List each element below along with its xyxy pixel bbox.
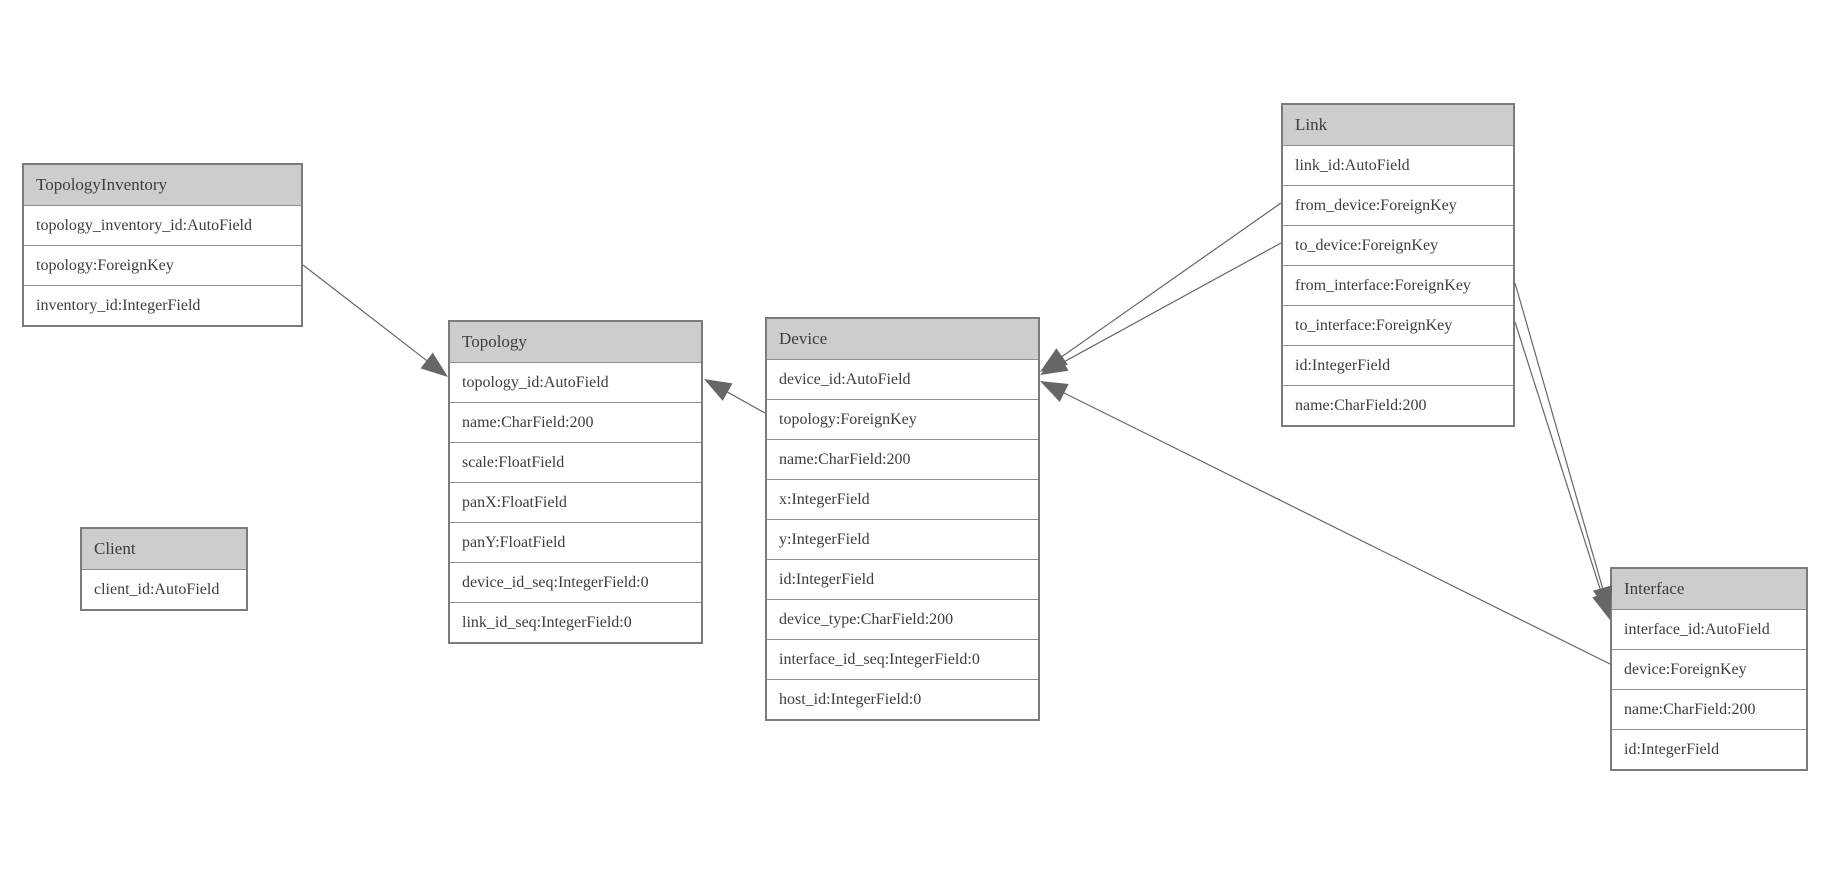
field-row: client_id:AutoField (82, 569, 246, 609)
field-row: id:IntegerField (767, 559, 1038, 599)
field-row: topology:ForeignKey (24, 245, 301, 285)
entity-device: Device device_id:AutoField topology:Fore… (765, 317, 1040, 721)
rel-link-to-device-arrowhead (1040, 353, 1069, 375)
entity-topologyinventory: TopologyInventory topology_inventory_id:… (22, 163, 303, 327)
rel-device-topology (723, 389, 766, 414)
rel-interface-device-arrowhead (1040, 381, 1069, 402)
field-row: interface_id:AutoField (1612, 609, 1806, 649)
field-row: device_id:AutoField (767, 359, 1038, 399)
field-row: name:CharField:200 (1612, 689, 1806, 729)
field-row: panX:FloatField (450, 482, 701, 522)
field-row: name:CharField:200 (767, 439, 1038, 479)
entity-title-topologyinventory: TopologyInventory (24, 165, 301, 205)
rel-topologyinventory-topology-arrowhead (420, 352, 448, 377)
entity-title-link: Link (1283, 105, 1513, 145)
field-row: interface_id_seq:IntegerField:0 (767, 639, 1038, 679)
field-row: panY:FloatField (450, 522, 701, 562)
entity-title-device: Device (767, 319, 1038, 359)
entity-title-client: Client (82, 529, 246, 569)
field-row: from_interface:ForeignKey (1283, 265, 1513, 305)
field-row: from_device:ForeignKey (1283, 185, 1513, 225)
rel-device-topology-arrowhead (704, 379, 733, 401)
entity-client: Client client_id:AutoField (80, 527, 248, 611)
entity-title-topology: Topology (450, 322, 701, 362)
rel-link-to-interface (1514, 321, 1604, 599)
field-row: link_id_seq:IntegerField:0 (450, 602, 701, 642)
rel-topologyinventory-topology (302, 264, 431, 364)
field-row: topology_id:AutoField (450, 362, 701, 402)
rel-link-from-device (1058, 202, 1282, 360)
field-row: id:IntegerField (1612, 729, 1806, 769)
field-row: device_id_seq:IntegerField:0 (450, 562, 701, 602)
rel-link-to-interface-arrowhead (1592, 591, 1612, 620)
field-row: topology:ForeignKey (767, 399, 1038, 439)
field-row: host_id:IntegerField:0 (767, 679, 1038, 719)
field-row: to_interface:ForeignKey (1283, 305, 1513, 345)
field-row: x:IntegerField (767, 479, 1038, 519)
field-row: link_id:AutoField (1283, 145, 1513, 185)
field-row: topology_inventory_id:AutoField (24, 205, 301, 245)
field-row: name:CharField:200 (450, 402, 701, 442)
rel-link-from-interface (1514, 282, 1605, 593)
field-row: device:ForeignKey (1612, 649, 1806, 689)
field-row: scale:FloatField (450, 442, 701, 482)
entity-topology: Topology topology_id:AutoField name:Char… (448, 320, 703, 644)
entity-title-interface: Interface (1612, 569, 1806, 609)
field-row: to_device:ForeignKey (1283, 225, 1513, 265)
field-row: id:IntegerField (1283, 345, 1513, 385)
rel-link-from-device-arrowhead (1040, 348, 1068, 372)
field-row: device_type:CharField:200 (767, 599, 1038, 639)
field-row: inventory_id:IntegerField (24, 285, 301, 325)
rel-link-to-device (1059, 242, 1282, 365)
entity-link: Link link_id:AutoField from_device:Forei… (1281, 103, 1515, 427)
entity-interface: Interface interface_id:AutoField device:… (1610, 567, 1808, 771)
field-row: y:IntegerField (767, 519, 1038, 559)
rel-interface-device (1060, 390, 1611, 665)
field-row: name:CharField:200 (1283, 385, 1513, 425)
